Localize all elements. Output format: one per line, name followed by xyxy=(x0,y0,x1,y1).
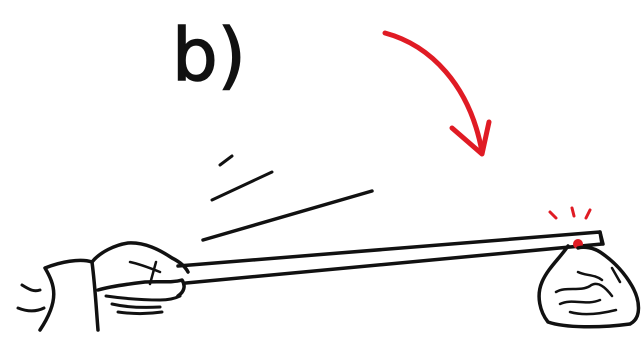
motion-lines xyxy=(201,154,374,242)
hand-icon xyxy=(90,241,190,315)
impact-marks xyxy=(548,206,592,249)
panel-label: b) xyxy=(172,13,246,97)
sleeve-icon xyxy=(16,258,100,332)
stick xyxy=(176,230,605,285)
curved-arrow-icon xyxy=(382,30,492,157)
rock-icon xyxy=(537,244,641,329)
